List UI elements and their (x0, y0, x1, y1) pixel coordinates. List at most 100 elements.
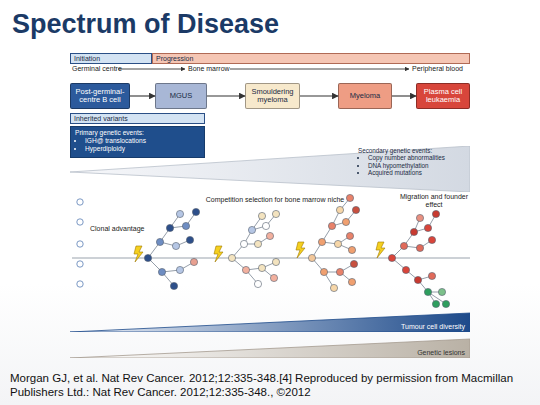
bullet-item: DNA hypomethylation (368, 162, 468, 169)
node-heading: Post-germinal-centre B cell (72, 88, 128, 105)
cell (258, 212, 265, 219)
wedge-band: Tumour cell diversity (70, 312, 470, 332)
annotation-label: Competition selection for bone marrow ni… (200, 196, 350, 204)
node-heading: Myeloma (350, 92, 380, 100)
cell (156, 238, 163, 245)
cell (172, 242, 179, 249)
wedge-text: Tumour cell diversity (401, 323, 465, 330)
cell (402, 266, 409, 273)
cell (77, 281, 83, 287)
cell (248, 226, 255, 233)
cell (334, 240, 341, 247)
progression-arrow (130, 95, 155, 96)
cell (272, 258, 279, 265)
wedge-band: Secondary genetic events:Copy number abn… (70, 146, 470, 192)
cell (336, 206, 343, 213)
cell (432, 300, 439, 307)
source-caption: Morgan GJ, et al. Nat Rev Cancer. 2012;1… (10, 371, 532, 399)
clone-tree (392, 214, 446, 304)
annotation-label: Peripheral blood (412, 65, 463, 73)
cell (190, 258, 197, 265)
lightning-bolt (134, 246, 143, 262)
cell (228, 254, 235, 261)
clone-tree (232, 214, 276, 284)
cell (272, 210, 279, 217)
cell (428, 236, 435, 243)
bullet-item: Copy number abnormalities (368, 154, 468, 161)
wedge-shape (70, 338, 470, 358)
cell (424, 224, 431, 231)
clone-tree (148, 212, 196, 286)
disease-box: Smouldering myeloma (245, 83, 300, 109)
location-arrow (230, 69, 409, 70)
wedge-fill (70, 146, 470, 192)
annotation-label: Migration and founder effect (396, 193, 472, 209)
event-box: Primary genetic events:IGH@ translocatio… (70, 126, 205, 158)
disease-box: Myeloma (338, 83, 392, 109)
cell (432, 210, 439, 217)
cell (254, 240, 261, 247)
cell (328, 222, 335, 229)
cell (416, 214, 423, 221)
progression-arrow (392, 95, 416, 96)
stage-bar: Progression (152, 53, 470, 64)
disease-box: MGUS (155, 83, 207, 109)
node-heading: Smouldering myeloma (247, 88, 298, 105)
cell (320, 268, 327, 275)
wedge-band: Genetic lesions (70, 338, 470, 358)
cell (262, 222, 269, 229)
node-heading: Primary genetic events: (75, 129, 200, 137)
location-arrow (118, 69, 185, 70)
disease-box: Plasma cell leukaemia (416, 83, 470, 109)
clone-tree (312, 198, 356, 288)
cell (176, 266, 183, 273)
cell (258, 264, 265, 271)
node-heading: Inherited variants (74, 114, 204, 124)
node-heading: Progression (156, 54, 469, 64)
annotation-label: Bone marrow (188, 65, 230, 73)
cell (77, 219, 83, 225)
cell (350, 260, 357, 267)
cell (342, 218, 349, 225)
cell (352, 206, 359, 213)
cell (400, 242, 407, 249)
cell (166, 224, 173, 231)
cell (254, 280, 261, 287)
clone-cells (144, 194, 449, 307)
disease-box: Post-germinal-centre B cell (70, 83, 130, 109)
cell (428, 272, 435, 279)
cell (192, 208, 199, 215)
wedge-fill (70, 313, 470, 332)
cell (77, 199, 83, 205)
cell (336, 268, 343, 275)
cell (266, 232, 273, 239)
cell (348, 246, 355, 253)
cell (176, 210, 183, 217)
annotation-label: Clonal advantage (90, 225, 145, 233)
annotation-label: Germinal centre (72, 65, 122, 73)
cell (346, 232, 353, 239)
cell (240, 240, 247, 247)
wedge-text: Secondary genetic events:Copy number abn… (358, 147, 468, 177)
lightning-bolt (214, 246, 223, 262)
cell (410, 228, 417, 235)
cell (186, 236, 193, 243)
node-heading: Initiation (74, 54, 151, 64)
cell (330, 284, 337, 291)
clone-branches (148, 198, 446, 304)
cell (182, 222, 189, 229)
bullet-item: Acquired mutations (368, 169, 468, 176)
bullet-item: Hyperdiploidy (85, 145, 200, 153)
slide-title: Spectrum of Disease (12, 9, 279, 40)
bullet-list: IGH@ translocationsHyperdiploidy (75, 137, 200, 153)
founder-cells (77, 199, 83, 287)
cell (77, 261, 83, 267)
timeline-line (72, 258, 470, 259)
stage-bar: Initiation (70, 53, 152, 64)
stage-bar: Inherited variants (70, 113, 205, 124)
cell (346, 194, 353, 201)
cell (414, 276, 421, 283)
cell (158, 268, 165, 275)
cell (442, 300, 449, 307)
